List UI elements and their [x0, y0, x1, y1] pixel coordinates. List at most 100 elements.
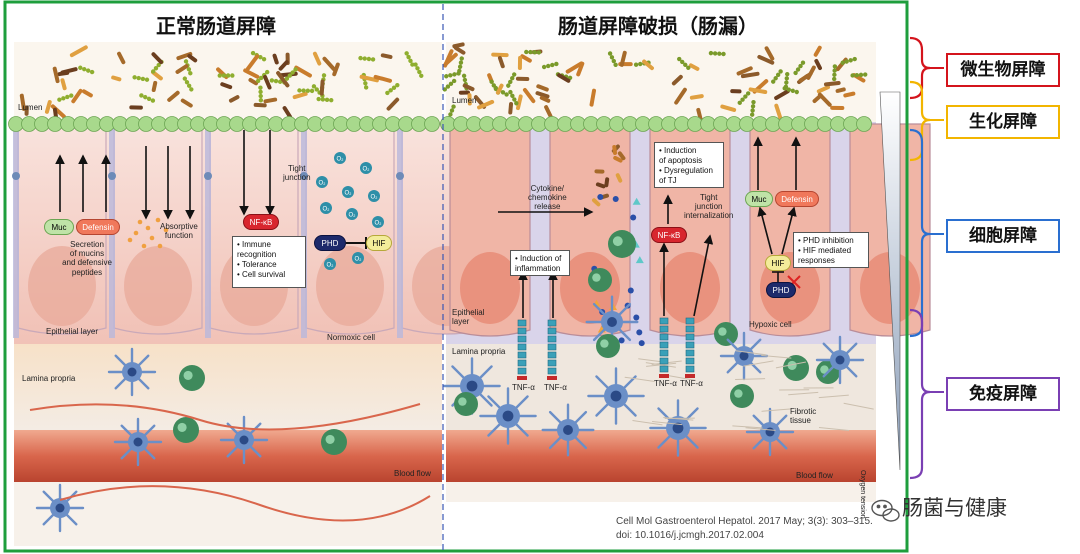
coccus — [506, 83, 511, 88]
coccus — [406, 54, 411, 60]
coccus — [186, 67, 192, 72]
coccus — [448, 73, 453, 78]
rod-bacteria — [386, 97, 400, 111]
coccus — [717, 51, 722, 56]
lymphocyte-granule — [325, 434, 335, 444]
rod-bacteria — [544, 105, 553, 119]
coccus — [514, 101, 519, 106]
lymphocyte-granule — [718, 327, 727, 336]
fibrotic-fiber — [788, 391, 819, 396]
oxygen-molecule — [360, 162, 372, 174]
epithelial-layer-label: Epithelial layer — [46, 327, 99, 336]
coccus — [832, 72, 837, 77]
cytokine — [612, 195, 619, 202]
coccus — [536, 50, 542, 55]
coccus — [277, 79, 283, 84]
rod-bacteria — [516, 94, 523, 111]
cell-nucleus — [124, 246, 192, 326]
coccus — [456, 71, 461, 76]
tnf-receptor-segment — [659, 365, 669, 373]
tnf-label: TNF-α — [680, 379, 703, 388]
rod-bacteria — [508, 102, 514, 115]
rod-bacteria — [81, 89, 93, 98]
left-lumen — [14, 42, 442, 122]
coccus — [305, 88, 311, 93]
tnf-ligand — [685, 374, 695, 378]
fibrotic-fiber — [743, 360, 774, 367]
coccus — [417, 69, 422, 75]
rod-bacteria — [774, 103, 783, 122]
cocci-bacteria — [284, 67, 298, 81]
macrophage-nucleus — [610, 390, 622, 402]
fibrotic-fiber — [775, 361, 807, 369]
coccus — [532, 50, 537, 55]
fibrotic-fiber — [761, 408, 792, 412]
tight-junction — [300, 172, 308, 180]
rod-bacteria — [176, 51, 193, 61]
tnf-receptor-segment — [685, 341, 695, 349]
coccus — [258, 85, 263, 90]
coccus — [633, 62, 639, 67]
rod-bacteria — [453, 45, 466, 55]
tnf-receptor-segment — [547, 335, 557, 343]
coccus — [284, 76, 290, 81]
cocci-bacteria — [749, 99, 756, 117]
hif-to-muc-arrow — [757, 206, 773, 255]
coccus — [541, 64, 547, 70]
rod-bacteria — [495, 83, 504, 95]
coccus — [408, 58, 413, 64]
phd-pill-right: PHD — [766, 282, 796, 298]
fibrotic-fiber — [624, 376, 655, 382]
cocci-bacteria — [832, 64, 838, 82]
lymphocyte — [179, 365, 205, 391]
rod-bacteria — [517, 55, 523, 71]
lymphocyte — [588, 268, 612, 292]
coccus — [321, 73, 327, 78]
cocci-bacteria — [316, 96, 334, 103]
rod-bacteria — [462, 83, 475, 92]
cocci-bacteria — [444, 71, 461, 79]
coccus — [265, 69, 270, 75]
hif-pill-right: HIF — [765, 255, 791, 271]
coccus — [550, 62, 555, 68]
cocci-bacteria — [358, 55, 376, 62]
coccus — [370, 57, 376, 62]
coccus — [261, 57, 267, 62]
hypoxic-cell-label: Hypoxic cell — [749, 320, 792, 329]
coccus — [301, 88, 306, 93]
rod-bacteria — [24, 105, 29, 116]
immune-function-box: • Immune recognition• Tolerance• Cell su… — [232, 236, 306, 288]
coccus — [139, 93, 144, 98]
macrophage-nucleus — [502, 410, 514, 422]
rod-bacteria — [243, 68, 260, 79]
oxygen-molecule — [320, 202, 332, 214]
coccus — [146, 96, 152, 102]
muc-pill-right: Muc — [745, 191, 773, 207]
hif-pill-left: HIF — [366, 235, 392, 251]
cocci-bacteria — [404, 51, 415, 67]
coccus — [794, 89, 799, 95]
coccus — [150, 69, 156, 74]
immune-cells — [35, 230, 865, 533]
rod-bacteria — [180, 98, 193, 108]
oxygen-label: O₂ — [355, 257, 363, 263]
phd-inhibition-box: • PHD inhibition• HIF mediated responses — [793, 232, 869, 268]
rod-bacteria — [282, 106, 293, 119]
coccus — [293, 67, 298, 72]
tnf-receptor-segment — [547, 359, 557, 367]
absorbed-nutrients — [127, 217, 169, 249]
lymphocyte-granule — [787, 360, 797, 370]
lymphocyte — [321, 429, 347, 455]
rod-bacteria — [619, 50, 627, 67]
cocci-bacteria — [297, 88, 315, 94]
macrophage-nucleus — [239, 435, 249, 445]
rod-bacteria — [151, 80, 158, 93]
cocci-bacteria — [258, 85, 264, 103]
oxygen-label: O₂ — [327, 263, 335, 269]
oxygen-label: O₂ — [319, 181, 327, 187]
macrophage-nucleus — [563, 425, 573, 435]
fibrotic-fiber — [632, 419, 663, 426]
